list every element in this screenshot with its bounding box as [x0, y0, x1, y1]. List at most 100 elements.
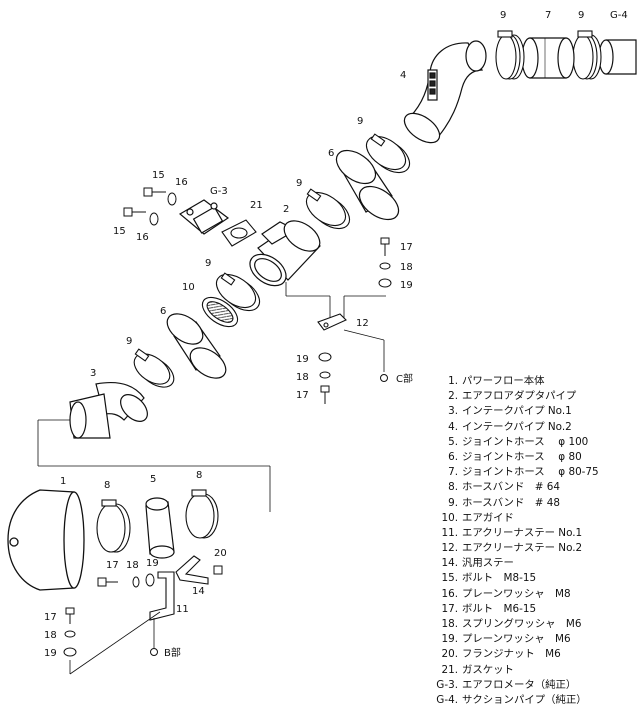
legend-item-number: 4. [448, 420, 458, 433]
callout-9: 9 [296, 178, 302, 189]
hose-band-9-left-upper [215, 272, 261, 312]
legend-item-number: 1. [448, 375, 458, 387]
legend-item: 7.ジョイントホース φ 80-75 [420, 465, 635, 480]
legend-item: 19.プレーンワッシャ M6 [420, 632, 635, 647]
legend-item-name: ボルト M8-15 [462, 572, 537, 585]
legend-item-name: スプリングワッシャ M6 [462, 618, 582, 630]
legend-item-number: 7. [448, 466, 458, 479]
callout-19: 19 [146, 558, 159, 569]
legend-item-name: エアフロメータ（純正） [462, 678, 577, 691]
c-detail-leaders [285, 282, 386, 372]
joint-hose-7 [521, 37, 575, 79]
legend-item-number: 17. [441, 602, 458, 615]
b-hardware [63, 565, 223, 657]
legend-item: 17.ボルト M6-15 [420, 602, 635, 617]
callout-6: 6 [160, 306, 166, 317]
hose-band-8-left [96, 499, 131, 553]
callout-9: 9 [500, 10, 506, 21]
legend-item-name: フランジナット M6 [462, 648, 561, 661]
legend-item-number: G-3. [436, 678, 458, 691]
legend-item-name: 汎用ステー [462, 557, 514, 570]
legend-item-number: 10. [441, 511, 458, 524]
legend-item-number: 21. [441, 663, 458, 676]
callout-18: 18 [296, 372, 309, 383]
legend-item: 11. エアクリーナステー No.1 [420, 526, 635, 541]
legend-item-name: ジョイントホース φ 80 [462, 450, 582, 463]
suction-pipe-g4 [598, 39, 637, 75]
callout-9: 9 [205, 258, 211, 269]
callout-16: 16 [175, 177, 188, 188]
legend-item: 16.プレーンワッシャ M8 [420, 587, 635, 602]
callout-17: 17 [400, 242, 413, 253]
legend-item-number: 5. [448, 435, 458, 448]
cleaner-stay-no2 [317, 313, 347, 331]
legend-item: 14. 汎用ステー [420, 556, 635, 571]
callout-21: 21 [250, 200, 263, 211]
callout-18: 18 [126, 560, 139, 571]
legend-item: G-3. エアフロメータ（純正） [420, 678, 635, 693]
joint-hose-6-lower [166, 313, 227, 379]
callout-16: 16 [136, 232, 149, 243]
callout-17: 17 [44, 612, 57, 623]
plain-washer-m8 [149, 192, 177, 226]
legend-item-number: 14. [441, 557, 458, 570]
legend-item: 2. エアフロアダプタパイプ [420, 389, 635, 404]
callout-18: 18 [400, 262, 413, 273]
legend-item: 15. ボルト M8-15 [420, 571, 635, 586]
legend-item-name: エアフロアダプタパイプ [462, 390, 577, 403]
legend-item-number: 12. [441, 542, 458, 555]
callout-19: 19 [44, 648, 57, 659]
legend-item-name: エアクリーナステー No.1 [462, 526, 583, 539]
hose-band-9-mid [305, 188, 351, 230]
legend-item: 21.ガスケット [420, 663, 635, 678]
legend-item-number: 2. [448, 390, 458, 403]
joint-hose-6-upper [335, 149, 400, 221]
legend-item-name: ホースバンド # 64 [462, 481, 560, 494]
legend-item: 10.エアガイド [420, 511, 635, 526]
legend-item-name: プレーンワッシャ M8 [462, 587, 571, 600]
hose-band-9-upper [365, 133, 411, 174]
legend-item-name: エアクリーナステー No.2 [462, 542, 583, 555]
callout-8: 8 [196, 470, 202, 481]
legend-item-number: 18. [441, 618, 458, 630]
callout-20: 20 [214, 548, 227, 559]
legend-item: 20.フランジナット M6 [420, 647, 635, 662]
callout-17: 17 [106, 560, 119, 571]
gasket-21 [221, 219, 257, 247]
legend-item-name: ジョイントホース φ 100 [462, 435, 589, 448]
intake-pipe-no1 [69, 381, 148, 439]
hose-band-9-top-right [572, 30, 602, 80]
legend-item-number: 11. [441, 526, 458, 539]
callout-8: 8 [104, 480, 110, 491]
callout-labels: 9 7 9 G-4 4 9 6 9 2 21 G-3 15 16 15 16 9… [44, 10, 628, 659]
legend-item-number: 15. [441, 572, 458, 585]
legend-item-name: インテークパイプ No.2 [462, 420, 572, 433]
c-hardware-stack [318, 237, 392, 404]
legend-item: 1.パワーフロー本体 [420, 374, 635, 389]
airflow-meter-g3 [178, 199, 230, 235]
legend-item-name: インテークパイプ No.1 [462, 405, 572, 418]
legend-item: 4. インテークパイプ No.2 [420, 420, 635, 435]
airflow-adapter-pipe [249, 220, 321, 287]
hose-band-8-right [185, 489, 219, 539]
legend-item-number: 6. [448, 450, 458, 463]
callout-2: 2 [283, 204, 289, 215]
callout-10: 10 [182, 282, 195, 293]
b-detail-marker [150, 648, 158, 656]
callout-9: 9 [357, 116, 363, 127]
legend-item-name: ホースバンド # 48 [462, 496, 560, 509]
legend-item: 3.インテークパイプ No.1 [420, 404, 635, 419]
legend-item-number: G-4. [436, 693, 458, 706]
legend-item: G-4.サクションパイプ（純正） [420, 693, 635, 708]
callout-9: 9 [578, 10, 584, 21]
c-detail-label: C部 [396, 372, 413, 385]
callout-g3: G-3 [210, 186, 228, 197]
legend-item: 12. エアクリーナステー No.2 [420, 541, 635, 556]
callout-1: 1 [60, 476, 66, 487]
b-detail-leaders [69, 611, 161, 675]
callout-5: 5 [150, 474, 156, 485]
callout-19: 19 [400, 280, 413, 291]
legend-item: 18. スプリングワッシャ M6 [420, 617, 635, 632]
legend-item-number: 8. [448, 481, 458, 494]
callout-12: 12 [356, 318, 369, 329]
